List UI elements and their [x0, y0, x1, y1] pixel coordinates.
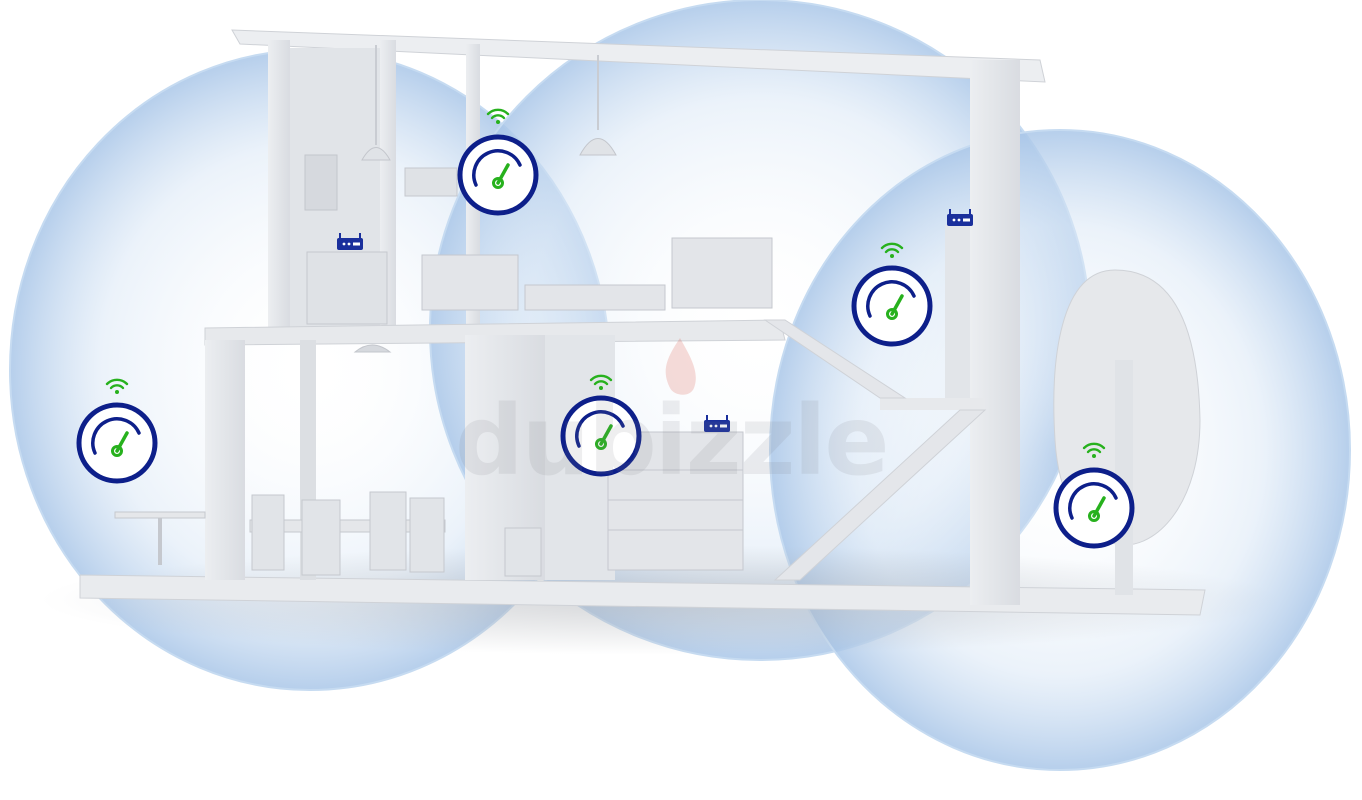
armchair-right [671, 237, 773, 309]
watermark-flame-icon [665, 338, 696, 395]
dining-chair-2 [301, 499, 341, 576]
speedometer-icon [79, 405, 155, 481]
armchair-left [421, 254, 519, 311]
right-column [970, 60, 1020, 605]
speedometer-icon [563, 398, 639, 474]
speedometer-icon [854, 268, 930, 344]
stairs-upper [763, 319, 907, 399]
ceiling-lamp-3 [353, 344, 392, 353]
plant-pot [504, 527, 542, 577]
dining-chair-1 [251, 494, 285, 571]
outdoor-table [114, 511, 206, 519]
roof-slab [231, 29, 1046, 83]
speedometer-icon [460, 137, 536, 213]
ceiling-lamp-1 [361, 147, 391, 161]
stair-landing [880, 398, 985, 410]
coffee-table [524, 284, 666, 311]
ground-slab [79, 574, 1206, 616]
wall-picture [304, 154, 338, 211]
ground-wall-left [205, 340, 245, 580]
upper-wall-left [268, 40, 290, 330]
side-column [945, 225, 970, 400]
ceiling-lamp-2 [579, 138, 617, 156]
speedometer-icon [1056, 470, 1132, 546]
stairs-lower [773, 409, 987, 581]
dining-chair-4 [409, 497, 445, 573]
floor-slab [204, 319, 786, 346]
bookshelf [404, 167, 458, 197]
kitchen-cabinet [306, 251, 388, 325]
dining-chair-3 [369, 491, 407, 571]
